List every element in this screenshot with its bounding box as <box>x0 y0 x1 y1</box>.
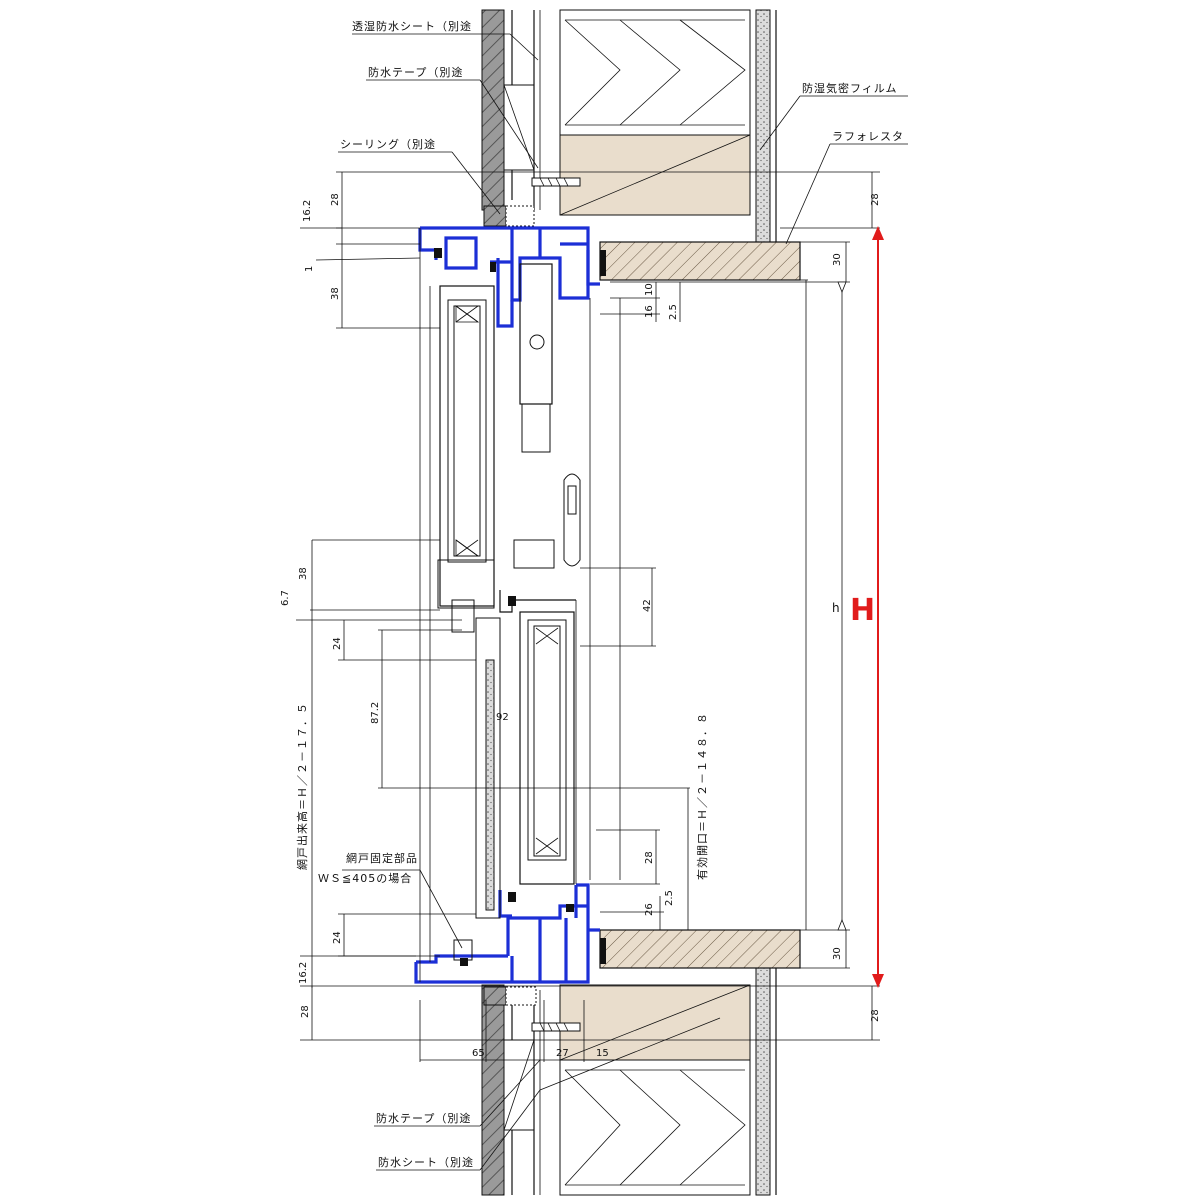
dim-mid-87-2: 87.2 <box>370 702 381 724</box>
dim-top-16: 16 <box>644 305 655 318</box>
exterior-siding <box>481 9 513 1196</box>
label-waterproof-tape-bottom: 防水テープ（別途 <box>376 1111 471 1125</box>
screw-icon-top <box>531 177 581 187</box>
h-dimension-arrows <box>837 281 847 931</box>
gaskets <box>434 248 606 966</box>
dim-low-28: 28 <box>644 851 655 864</box>
dim-mid-42: 42 <box>642 599 653 612</box>
label-screen-fix-condition: ＷＳ≦405の場合 <box>318 871 412 885</box>
insulation-top <box>559 9 751 136</box>
h-dimension-red <box>872 226 884 988</box>
dim-bot-28-right: 28 <box>870 1009 881 1022</box>
label-moisture-sheet: 透湿防水シート（別途 <box>352 19 472 33</box>
dim-mid-92: 92 <box>496 712 509 723</box>
dim-top-16-2: 16.2 <box>302 200 313 222</box>
battens <box>503 10 541 1195</box>
outer-sash <box>437 285 495 609</box>
label-waterproof-sheet-bottom: 防水シート（別途 <box>378 1155 474 1169</box>
dimension-lines <box>296 171 880 1062</box>
label-effective-opening: 有効開口＝Ｈ／２－１４８．８ <box>695 712 709 880</box>
dim-bot-15: 15 <box>596 1048 609 1059</box>
dim-top-28-left: 28 <box>330 193 341 206</box>
dim-low-24: 24 <box>332 931 343 944</box>
vertical-guides <box>419 228 621 982</box>
dim-bot-16-2: 16.2 <box>298 962 309 984</box>
insulation-bottom <box>559 1059 751 1196</box>
interior-trim <box>599 241 808 969</box>
label-waterproof-tape-top: 防水テープ（別途 <box>368 65 463 79</box>
leader-lines <box>338 33 908 1171</box>
head-frame-profile <box>418 226 600 328</box>
small-h-label: h <box>832 601 840 615</box>
dim-mid-6-7: 6.7 <box>280 590 291 606</box>
dim-top-30: 30 <box>832 253 843 266</box>
dim-mid-24: 24 <box>332 637 343 650</box>
dim-mid-38: 38 <box>298 567 309 580</box>
dim-top-28-right: 28 <box>870 193 881 206</box>
timber-bottom <box>559 984 751 1061</box>
screw-icon-bottom <box>531 1022 581 1032</box>
label-vapor-film: 防湿気密フィルム <box>802 81 898 95</box>
timber-top <box>559 134 751 216</box>
dim-top-10: 10 <box>644 283 655 296</box>
label-screen-height: 網戸出来高＝Ｈ／２－１７．５ <box>295 702 309 870</box>
label-laforesta: ラフォレスタ <box>832 130 904 143</box>
dim-top-1: 1 <box>304 266 315 272</box>
label-screen-fix-part: 網戸固定部品 <box>346 851 418 865</box>
dim-top-2-5: 2.5 <box>668 304 679 320</box>
dim-bot-27: 27 <box>556 1048 569 1059</box>
crescent-lock-icon <box>513 263 581 569</box>
dim-bot-28-left: 28 <box>300 1005 311 1018</box>
dim-low-2-5: 2.5 <box>664 890 675 906</box>
sealing-blocks <box>483 205 537 1006</box>
dim-bot-65: 65 <box>472 1048 485 1059</box>
interior-board <box>755 9 777 1196</box>
insect-screen <box>451 599 501 961</box>
label-sealing: シーリング（別途 <box>340 137 436 151</box>
dim-low-26: 26 <box>644 903 655 916</box>
dim-bot-30: 30 <box>832 947 843 960</box>
dim-top-38: 38 <box>330 287 341 300</box>
inner-sash <box>519 611 575 885</box>
big-h-label: H <box>850 593 875 628</box>
